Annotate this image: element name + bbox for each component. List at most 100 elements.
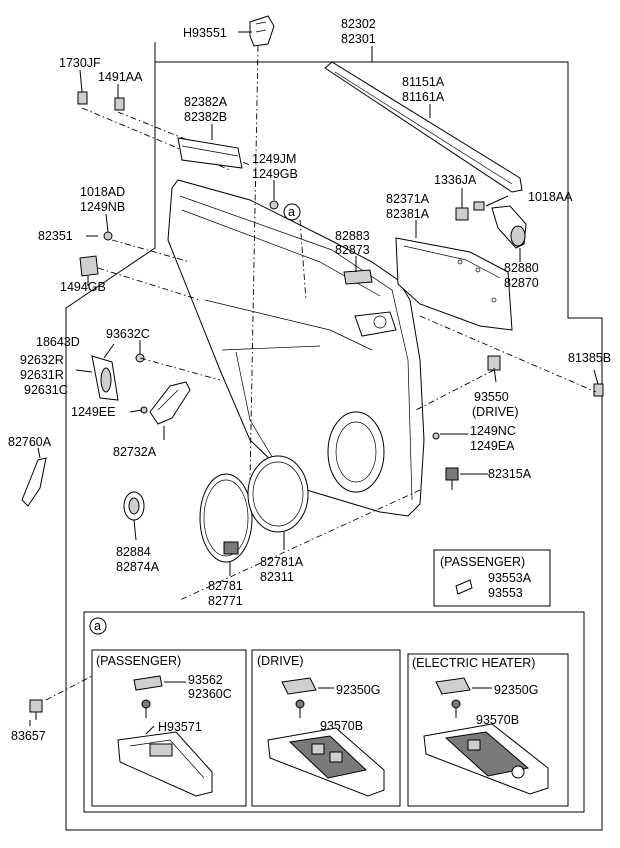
clip-81385b — [593, 383, 604, 397]
frame-outline — [65, 42, 603, 831]
label-82781a: 82781A — [260, 555, 304, 569]
clip-93553 — [455, 579, 473, 595]
label-82382a: 82382A — [184, 95, 228, 109]
label-82311: 82311 — [260, 570, 294, 584]
callout-a-label: a — [288, 205, 295, 219]
label-82382b: 82382B — [184, 110, 227, 124]
detail-drive-box — [251, 649, 401, 807]
label-1491aa: 1491AA — [98, 70, 143, 84]
screw-drive — [295, 699, 305, 718]
screw-heater — [451, 699, 461, 718]
detail-heater-93570b: 93570B — [476, 713, 519, 727]
clip-1491aa — [114, 97, 125, 111]
label-82771: 82771 — [208, 594, 243, 608]
panel-82371a — [395, 237, 513, 331]
label-81385b: 81385B — [568, 351, 611, 365]
passenger-note-box — [433, 549, 551, 607]
detail-heater-title: (ELECTRIC HEATER) — [412, 656, 535, 670]
label-1336ja: 1336JA — [434, 173, 477, 187]
screw-1249jm — [269, 200, 279, 210]
label-81151a: 81151A — [402, 75, 445, 89]
label-82381a: 82381A — [386, 207, 430, 221]
label-82874a: 82874A — [116, 560, 160, 574]
label-1730jf: 1730JF — [59, 56, 101, 70]
label-92631c: 92631C — [24, 383, 68, 397]
detail-drive-title: (DRIVE) — [257, 654, 304, 668]
label-93553: 93553 — [488, 586, 523, 600]
handle-82883 — [343, 269, 373, 285]
label-92631r: 92631R — [20, 368, 64, 382]
callout-a-marker — [283, 203, 301, 221]
label-93553a: 93553A — [488, 571, 532, 585]
label-82880: 82880 — [504, 261, 539, 275]
label-h93551: H93551 — [183, 26, 227, 40]
label-82873: 82873 — [335, 243, 370, 257]
detail-passenger-92360c: 92360C — [188, 687, 232, 701]
label-93550: 93550 — [474, 390, 509, 404]
bezel-92632r — [91, 355, 119, 401]
label-92632r: 92632R — [20, 353, 64, 367]
label-1494gb: 1494GB — [60, 280, 106, 294]
screw-1249nc — [432, 432, 440, 440]
label-1249nc: 1249NC — [470, 424, 516, 438]
speaker-82781 — [199, 473, 253, 563]
detail-callout-label: a — [94, 619, 101, 633]
label-82302: 82302 — [341, 17, 376, 31]
clip-93550 — [487, 355, 501, 371]
label-drive-note: (DRIVE) — [472, 405, 519, 419]
clip-1494gb — [79, 255, 99, 277]
grip-82880 — [491, 205, 527, 249]
detail-callout-marker — [89, 617, 107, 635]
clip-1336ja — [455, 207, 469, 221]
label-81161a: 81161A — [402, 90, 445, 104]
label-82781: 82781 — [208, 579, 243, 593]
detail-panel — [83, 611, 585, 813]
detail-passenger-title: (PASSENGER) — [96, 654, 181, 668]
switch-assy-93570b-heater — [423, 723, 549, 795]
label-82870: 82870 — [504, 276, 539, 290]
label-93632c: 93632C — [106, 327, 150, 341]
label-1249gb: 1249GB — [252, 167, 298, 181]
label-1249jm: 1249JM — [252, 152, 296, 166]
bracket-h93551 — [249, 15, 275, 47]
label-82732a: 82732A — [113, 445, 157, 459]
strip-82760a — [21, 457, 47, 507]
label-82301: 82301 — [341, 32, 376, 46]
label-1249ee: 1249EE — [71, 405, 115, 419]
clip-1730jf — [77, 91, 88, 105]
label-1249ea: 1249EA — [470, 439, 515, 453]
label-18643d: 18643D — [36, 335, 80, 349]
pad-92350g-drive — [281, 677, 317, 695]
label-82351: 82351 — [38, 229, 73, 243]
clip-82351 — [103, 231, 113, 241]
pad-93562 — [133, 675, 163, 691]
label-82884: 82884 — [116, 545, 151, 559]
switch-housing-h93571 — [117, 731, 213, 797]
grommet-82884 — [123, 491, 145, 521]
label-82371a: 82371A — [386, 192, 430, 206]
label-1018ad: 1018AD — [80, 185, 125, 199]
label-1018aa: 1018AA — [528, 190, 573, 204]
pad-92350g-heater — [435, 677, 471, 695]
bolt-82315a — [445, 467, 459, 490]
door-trim-panel — [167, 179, 425, 517]
detail-passenger-93562: 93562 — [188, 673, 223, 687]
bracket-82732a — [149, 381, 191, 425]
detail-heater-92350g: 92350G — [494, 683, 538, 697]
detail-drive-92350g: 92350G — [336, 683, 380, 697]
clip-1018aa — [473, 201, 485, 211]
label-83657: 83657 — [11, 729, 46, 743]
weatherstrip-81151a — [324, 61, 523, 193]
detail-heater-box — [407, 653, 569, 807]
detail-passenger-box — [91, 649, 247, 807]
screw-passenger — [141, 699, 151, 718]
speaker-82781a — [247, 455, 309, 533]
label-82883: 82883 — [335, 229, 370, 243]
bolt-83657 — [29, 699, 43, 720]
label-82315a: 82315A — [488, 467, 532, 481]
label-82760a: 82760A — [8, 435, 52, 449]
label-1249nb: 1249NB — [80, 200, 125, 214]
switch-assy-93570b-drive — [267, 727, 385, 797]
detail-passenger-h93571: H93571 — [158, 720, 202, 734]
